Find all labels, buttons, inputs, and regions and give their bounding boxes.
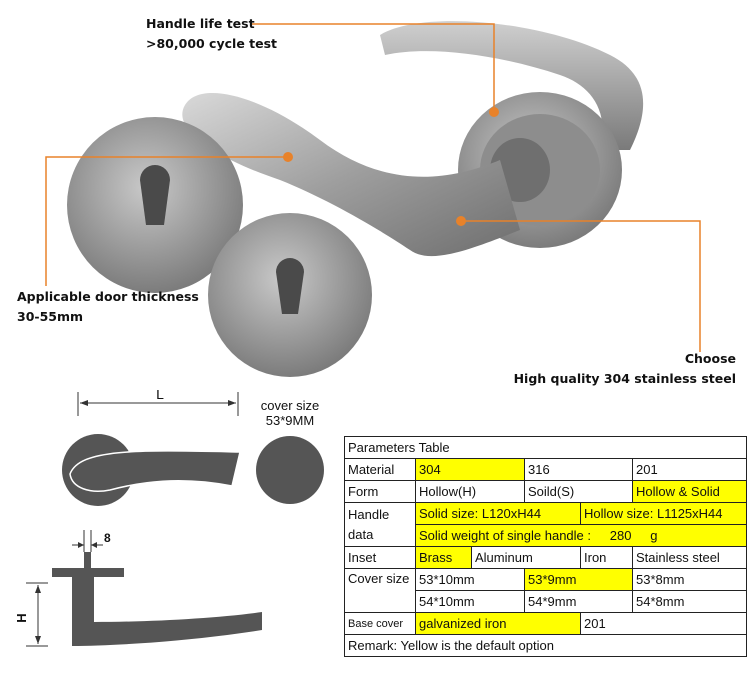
material-label: Material (344, 458, 416, 481)
material-option-1: 304 (415, 458, 525, 481)
form-option-2: Soild(S) (524, 480, 633, 503)
inset-label: Inset (344, 546, 416, 569)
table-row-form: Form Hollow(H) Soild(S) Hollow & Solid (344, 480, 748, 503)
callout-line-door-thickness (45, 156, 288, 286)
table-row-handle-data-1: Handle data Solid size: L120xH44 Hollow … (344, 502, 748, 547)
material-detail: High quality 304 stainless steel (513, 371, 736, 386)
cover-size-option-4: 54*10mm (415, 590, 525, 613)
inset-option-2: Aluminum (471, 546, 581, 569)
base-cover-option-2: 201 (579, 612, 748, 635)
table-row-base-cover: Base cover galvanized iron 201 (344, 612, 748, 635)
material-option-3: 201 (631, 458, 748, 481)
cover-size-label-cell: Cover size (344, 568, 416, 613)
table-remark: Remark: Yellow is the default option (343, 634, 748, 657)
table-row-cover-size-2: 54*10mm 54*9mm 54*8mm (345, 590, 748, 613)
callout-line-material (461, 220, 701, 352)
material-title: Choose (684, 351, 736, 366)
thickness-label: 8 (104, 531, 111, 545)
cover-size-value: 53*9MM (265, 413, 315, 428)
base-cover-label: Base cover (344, 612, 416, 635)
side-view-spindle (84, 552, 91, 568)
life-test-title: Handle life test (146, 16, 255, 31)
front-handle (182, 92, 520, 257)
table-row-handle-data-2: Solid weight of single handle : 280 g (345, 524, 748, 547)
table-title: Parameters Table (343, 436, 748, 459)
callout-door-thickness: Applicable door thickness 30-55mm (17, 287, 199, 327)
form-option-1: Hollow(H) (415, 480, 525, 503)
material-option-2: 316 (524, 458, 633, 481)
door-thickness-title: Applicable door thickness (17, 289, 199, 304)
table-remark-row: Remark: Yellow is the default option (343, 634, 748, 657)
back-handle (380, 21, 644, 150)
inset-option-1: Brass (415, 546, 472, 569)
inset-option-4: Stainless steel (631, 546, 748, 569)
life-test-detail: >80,000 cycle test (146, 36, 278, 51)
cover-size-option-1: 53*10mm (415, 568, 525, 591)
length-label: L (156, 390, 164, 402)
cover-size-label: cover size 53*9MM (250, 398, 330, 428)
solid-weight-value: 280 (609, 528, 632, 543)
top-view-lever (69, 450, 241, 492)
base-cover-option-1: galvanized iron (415, 612, 581, 635)
solid-size: Solid size: L120xH44 (415, 502, 581, 525)
solid-weight-unit: g (650, 528, 658, 543)
solid-weight: Solid weight of single handle : 280 g (414, 524, 748, 547)
inset-option-3: Iron (580, 546, 633, 569)
form-option-3: Hollow & Solid (631, 480, 748, 503)
cover-size-option-2: 53*9mm (524, 568, 633, 591)
table-title-row: Parameters Table (343, 436, 748, 459)
side-view-lever (72, 577, 262, 646)
dimension-diagram: L 8 H (14, 390, 324, 647)
callout-line-life-test (250, 23, 495, 112)
parameters-table: Parameters Table Material 304 316 201 Fo… (343, 436, 748, 657)
door-thickness-detail: 30-55mm (17, 309, 84, 324)
form-label: Form (344, 480, 416, 503)
table-row-material: Material 304 316 201 (344, 458, 748, 481)
product-photo (45, 21, 701, 377)
handle-data-label: Handle data (344, 502, 416, 547)
hollow-size: Hollow size: L1125xH44 (579, 502, 748, 525)
cover-size-option-3: 53*8mm (631, 568, 748, 591)
callout-life-test: Handle life test >80,000 cycle test (146, 14, 277, 54)
table-row-cover-size-1: Cover size 53*10mm 53*9mm 53*8mm (344, 568, 748, 613)
cover-size-option-6: 54*8mm (631, 590, 748, 613)
cover-size-option-5: 54*9mm (524, 590, 633, 613)
table-row-inset: Inset Brass Aluminum Iron Stainless stee… (344, 546, 748, 569)
height-label: H (14, 613, 29, 622)
cover-circle (256, 436, 324, 504)
callout-material: Choose High quality 304 stainless steel (514, 349, 736, 389)
side-view-rose (52, 568, 124, 577)
